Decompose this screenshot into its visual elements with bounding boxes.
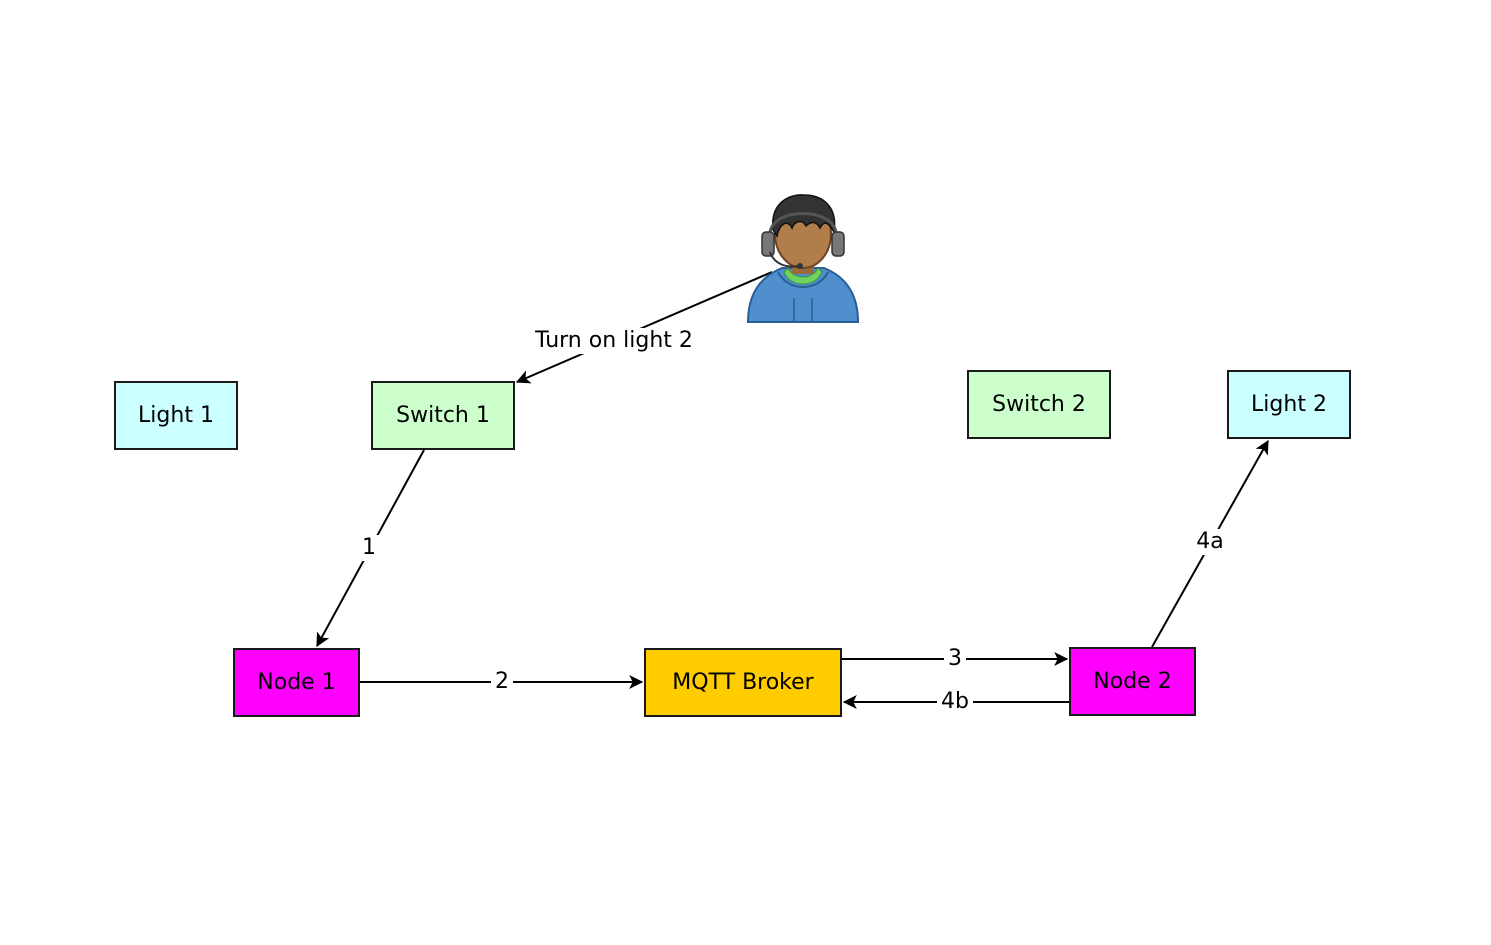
node-1-label: Node 1 bbox=[257, 670, 336, 695]
light-1-box: Light 1 bbox=[114, 381, 238, 450]
switch-1-label: Switch 1 bbox=[396, 403, 490, 428]
mqtt-broker-box: MQTT Broker bbox=[644, 648, 842, 717]
node-1-box: Node 1 bbox=[233, 648, 360, 717]
light-2-label: Light 2 bbox=[1251, 392, 1327, 417]
user-headset-icon bbox=[746, 194, 860, 323]
edge-user-to-switch1 bbox=[515, 271, 773, 384]
light-2-box: Light 2 bbox=[1227, 370, 1351, 439]
edge-label-4b: 4b bbox=[937, 689, 973, 715]
node-2-box: Node 2 bbox=[1069, 647, 1196, 716]
switch-2-box: Switch 2 bbox=[967, 370, 1111, 439]
light-1-label: Light 1 bbox=[138, 403, 214, 428]
edge-label-2: 2 bbox=[491, 669, 513, 695]
edge-label-3: 3 bbox=[944, 646, 966, 672]
edge-label-1: 1 bbox=[358, 535, 380, 561]
switch-1-box: Switch 1 bbox=[371, 381, 515, 450]
edge-label-4a: 4a bbox=[1192, 529, 1228, 555]
mqtt-broker-label: MQTT Broker bbox=[672, 670, 814, 695]
edge-label-turn-on-light-2: Turn on light 2 bbox=[531, 328, 697, 354]
switch-2-label: Switch 2 bbox=[992, 392, 1086, 417]
node-2-label: Node 2 bbox=[1093, 669, 1172, 694]
